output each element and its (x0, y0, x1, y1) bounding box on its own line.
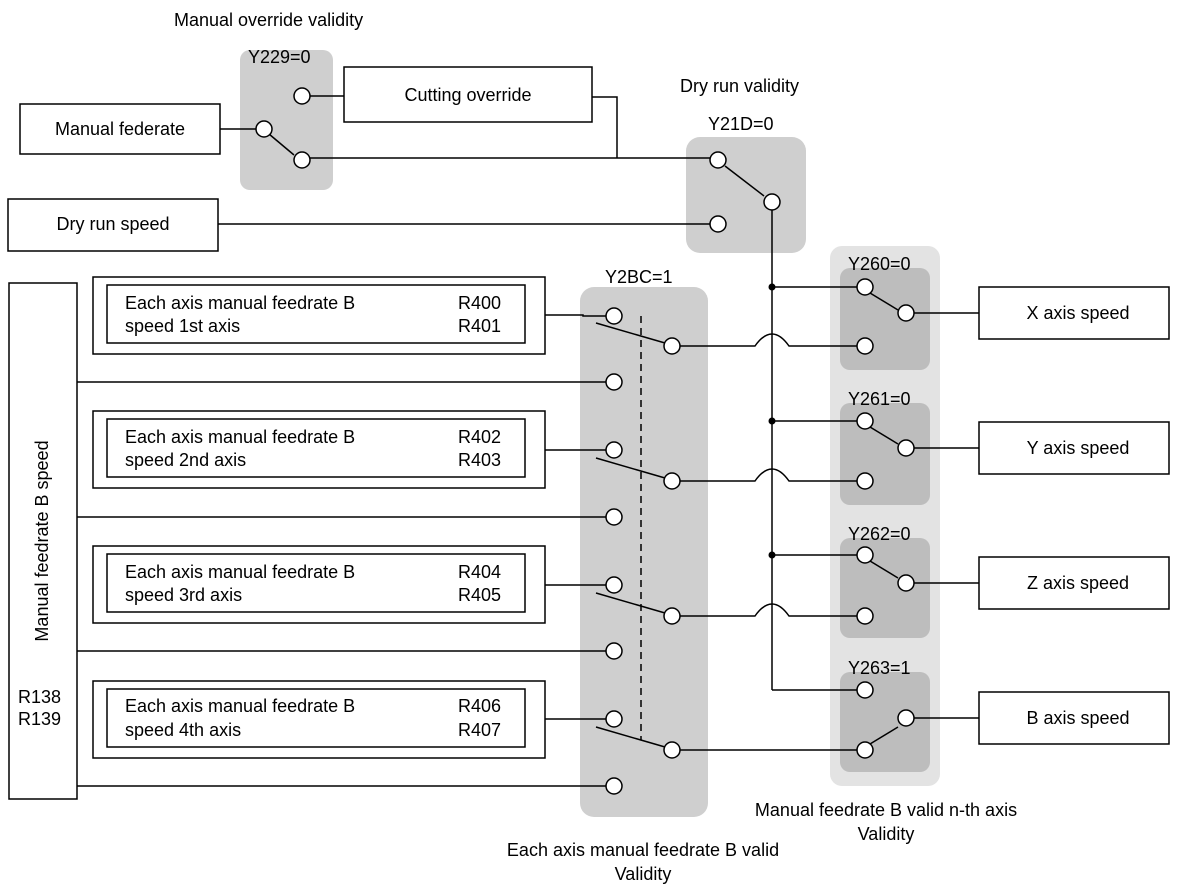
each-axis-validity-line2: Validity (615, 864, 672, 884)
switch-panel-y21d (686, 137, 806, 253)
x-axis-speed-box (978, 286, 1170, 340)
z-axis-speed-box (978, 556, 1170, 610)
wires (77, 95, 979, 787)
switch-panel-y260 (840, 268, 930, 370)
axis2-line1: Each axis manual feedrate B (125, 427, 355, 447)
manual-federate-text: Manual federate (55, 119, 185, 139)
switch-label-y261: Y261=0 (848, 389, 911, 409)
switch-label-y260: Y260=0 (848, 254, 911, 274)
junction-dot (768, 417, 776, 425)
axis3-line1: Each axis manual feedrate B (125, 562, 355, 582)
switch-panel-y2bc (580, 287, 708, 817)
axis4-line1: Each axis manual feedrate B (125, 696, 355, 716)
axis4-reg1: R406 (458, 696, 501, 716)
switch-label-y263: Y263=1 (848, 658, 911, 678)
b-axis-speed-box (978, 691, 1170, 745)
switch-label-y262: Y262=0 (848, 524, 911, 544)
cutting-override-text: Cutting override (404, 85, 531, 105)
axis2-reg1: R402 (458, 427, 501, 447)
switch-panel-y261 (840, 403, 930, 505)
axis3-line2: speed 3rd axis (125, 585, 242, 605)
axis1-reg1: R400 (458, 293, 501, 313)
y-axis-speed-text: Y axis speed (1027, 438, 1130, 458)
switch-label-y21d: Y21D=0 (708, 114, 774, 134)
dry-run-speed-text: Dry run speed (56, 214, 169, 234)
z-axis-speed-text: Z axis speed (1027, 573, 1129, 593)
dry-run-speed-box (7, 198, 219, 252)
switch-panel-y229 (240, 50, 333, 190)
axis4-inner-box (106, 688, 526, 748)
switch-label-y229: Y229=0 (248, 47, 311, 67)
axis4-reg2: R407 (458, 720, 501, 740)
nth-axis-validity-line2: Validity (858, 824, 915, 844)
manual-feedrate-b-speed-box (8, 282, 78, 800)
axis3-reg2: R405 (458, 585, 501, 605)
axis2-reg2: R403 (458, 450, 501, 470)
y-axis-speed-box (978, 421, 1170, 475)
dry-run-validity-label: Dry run validity (680, 76, 799, 96)
b-axis-speed-text: B axis speed (1026, 708, 1129, 728)
manual-override-validity-label: Manual override validity (174, 10, 363, 30)
each-axis-validity-line1: Each axis manual feedrate B valid (507, 840, 779, 860)
switch-panel-y263 (840, 672, 930, 772)
axis3-inner-box (106, 553, 526, 613)
nth-axis-validity-line1: Manual feedrate B valid n-th axis (755, 800, 1017, 820)
axis2-inner-box (106, 418, 526, 478)
switch-panel-y262 (840, 538, 930, 638)
axis3-reg1: R404 (458, 562, 501, 582)
switch-label-y2bc: Y2BC=1 (605, 267, 673, 287)
switch-panel-nth-axis-group (830, 246, 940, 786)
manual-feedrate-b-speed-text: Manual feedrate B speed (32, 440, 52, 641)
junction-dot (768, 283, 776, 291)
axis1-inner-box (106, 284, 526, 344)
axis2-line2: speed 2nd axis (125, 450, 246, 470)
axis1-reg2: R401 (458, 316, 501, 336)
register-r138: R138 (18, 687, 61, 707)
cutting-override-box (343, 66, 593, 123)
axis1-line1: Each axis manual feedrate B (125, 293, 355, 313)
register-r139: R139 (18, 709, 61, 729)
switch-contacts (255, 87, 915, 795)
junction-dot (768, 551, 776, 559)
axis1-line2: speed 1st axis (125, 316, 240, 336)
axis4-line2: speed 4th axis (125, 720, 241, 740)
x-axis-speed-text: X axis speed (1026, 303, 1129, 323)
